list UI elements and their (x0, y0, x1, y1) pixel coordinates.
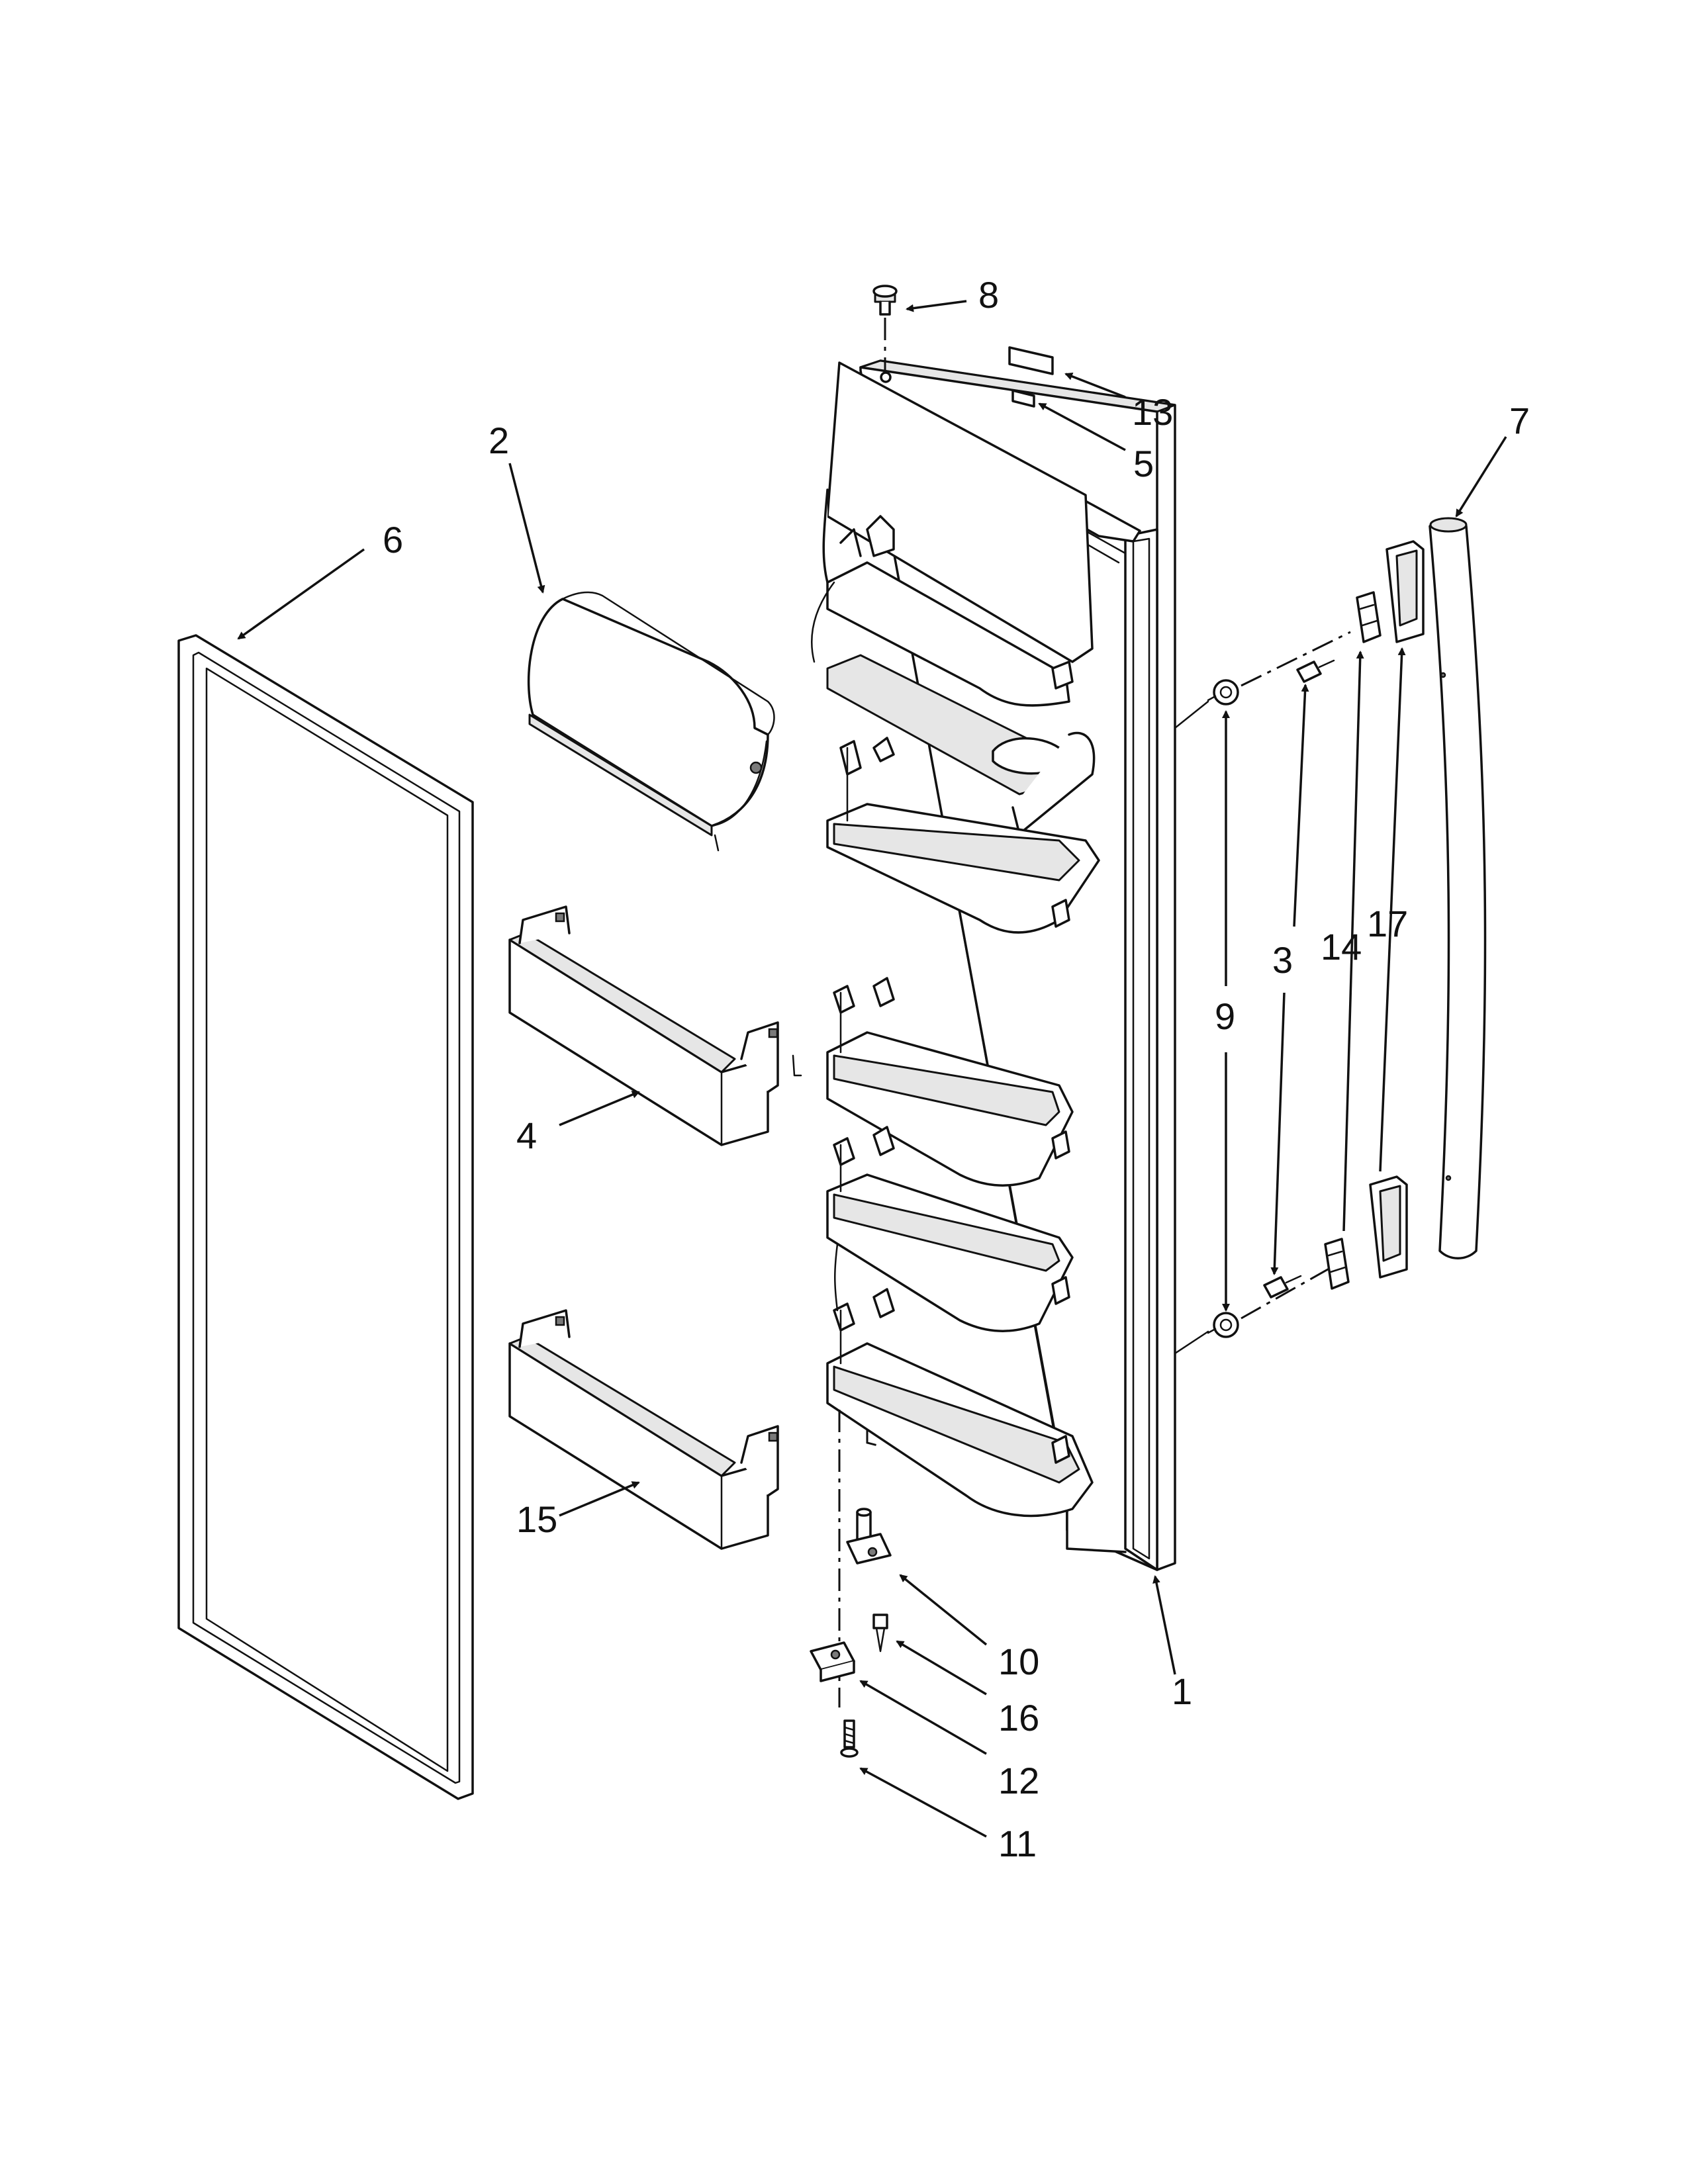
callout-9: 9 (1215, 995, 1235, 1037)
callout-5: 5 (1133, 443, 1154, 484)
callout-2: 2 (489, 420, 509, 461)
leader-12 (859, 1680, 987, 1755)
dairy-door (527, 591, 775, 852)
door-assembly (811, 359, 1176, 1571)
callout-13: 13 (1132, 391, 1173, 433)
leader-2 (508, 463, 545, 594)
leader-17 (1379, 647, 1406, 1172)
callout-3: 3 (1272, 939, 1293, 981)
callout-8: 8 (978, 274, 999, 316)
leader-1 (1152, 1575, 1176, 1675)
leader-6 (237, 548, 365, 640)
hinge-assembly (810, 1410, 892, 1758)
handle-screws (1263, 659, 1335, 1298)
leader-lines (237, 300, 1507, 1838)
callout-11: 11 (998, 1823, 1037, 1864)
door-bin-upper (508, 905, 802, 1146)
leader-11 (859, 1767, 987, 1838)
door-plug (872, 285, 898, 371)
door-gasket (177, 634, 474, 1800)
leader-3b (1270, 992, 1286, 1275)
leader-8 (906, 300, 967, 312)
leader-13 (1064, 373, 1126, 398)
callout-7: 7 (1509, 400, 1530, 441)
callout-4: 4 (516, 1115, 537, 1156)
callout-6: 6 (383, 519, 403, 561)
leader-5 (1038, 402, 1126, 451)
leader-4 (559, 1091, 640, 1126)
callout-12: 12 (998, 1760, 1039, 1801)
labels (1008, 346, 1054, 408)
leader-3a (1293, 684, 1309, 927)
leader-10 (899, 1574, 988, 1646)
leader-14 (1342, 651, 1364, 1232)
leader-16 (896, 1640, 987, 1696)
leader-15 (559, 1481, 640, 1517)
callout-labels: 8 13 5 2 6 7 14 17 9 3 4 15 10 16 1 12 1… (383, 274, 1530, 1864)
handle-brackets (1324, 591, 1382, 1290)
door-bin-lower (508, 1309, 779, 1550)
callout-15: 15 (516, 1498, 557, 1540)
handle-studs (1174, 631, 1351, 1355)
leader-7 (1455, 436, 1507, 518)
callout-14: 14 (1321, 926, 1362, 968)
callout-17: 17 (1367, 903, 1408, 944)
handle-end-caps (1369, 540, 1425, 1279)
callout-1: 1 (1172, 1670, 1192, 1712)
door-handle (1429, 517, 1487, 1259)
callout-10: 10 (998, 1641, 1039, 1682)
callout-16: 16 (998, 1697, 1039, 1739)
